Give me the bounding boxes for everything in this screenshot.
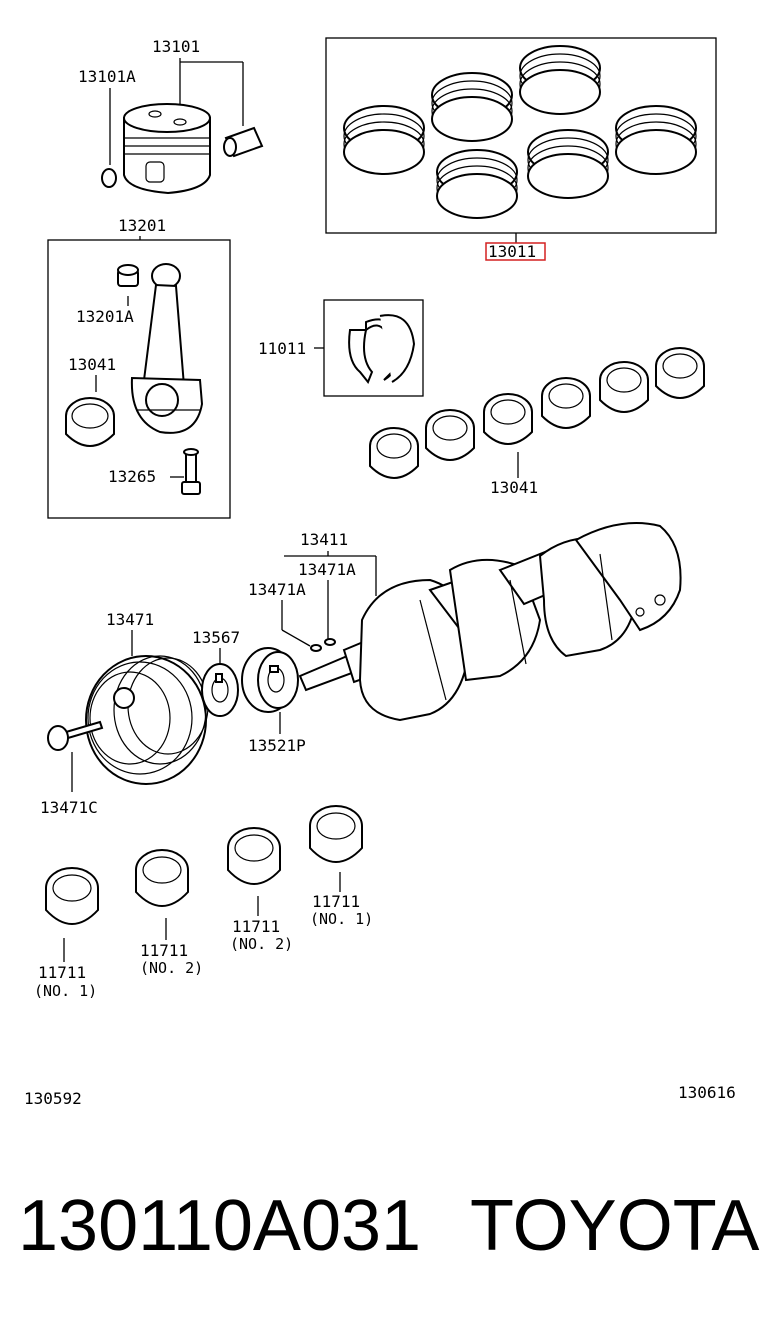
rod-bushing xyxy=(117,264,139,287)
bearing-no1-left xyxy=(45,867,99,925)
rod-bearing xyxy=(65,397,115,447)
snap-ring xyxy=(101,168,117,188)
rod-bolt xyxy=(181,448,201,495)
highlight-box-13011 xyxy=(485,242,546,261)
label-13471C: 13471C xyxy=(40,798,98,817)
crank-angle-plate xyxy=(201,663,239,717)
label-no2-c: (NO. 2) xyxy=(230,935,293,953)
main-bearings-row: 13041 xyxy=(369,347,705,497)
crank-bearings-bottom: 11711 (NO. 1) 11711 (NO. 2) 11711 (NO. 2… xyxy=(34,805,373,1000)
label-no1-a: (NO. 1) xyxy=(34,982,97,1000)
crankshaft xyxy=(298,522,682,722)
label-11711-d: 11711 xyxy=(312,892,360,911)
bearing-no2-right xyxy=(227,827,281,885)
connecting-rod xyxy=(130,263,204,434)
label-11011: 11011 xyxy=(258,339,306,358)
pulley-bolt xyxy=(47,720,104,751)
label-13471: 13471 xyxy=(106,610,154,629)
label-13011: 13011 xyxy=(488,242,536,261)
label-no2-b: (NO. 2) xyxy=(140,959,203,977)
crank-sprocket xyxy=(241,647,299,713)
label-11711-b: 11711 xyxy=(140,941,188,960)
label-13471A-lower: 13471A xyxy=(248,580,306,599)
connecting-rod-group: 13201 13201A 13041 13265 xyxy=(47,216,231,519)
label-13567: 13567 xyxy=(192,628,240,647)
piston-ring-set: 13011 xyxy=(325,37,717,261)
label-11711-c: 11711 xyxy=(232,917,280,936)
piston-pin xyxy=(223,126,264,158)
bearing-no1-right xyxy=(309,805,363,863)
label-no1-d: (NO. 1) xyxy=(310,910,373,928)
label-13201A: 13201A xyxy=(76,307,134,326)
label-13471A-upper: 13471A xyxy=(298,560,356,579)
part-number: 130110A031 xyxy=(18,1186,422,1266)
label-13521P: 13521P xyxy=(248,736,306,755)
label-11711-a: 11711 xyxy=(38,963,86,982)
ref-number-right: 130616 xyxy=(678,1083,736,1102)
thrust-washer xyxy=(348,314,416,384)
crank-pulley xyxy=(85,655,209,785)
label-13411: 13411 xyxy=(300,530,348,549)
piston xyxy=(123,103,211,195)
crankshaft-group: 13411 13471A 13471A xyxy=(248,522,682,722)
label-13101A: 13101A xyxy=(78,67,136,86)
label-13041-main: 13041 xyxy=(490,478,538,497)
label-13201: 13201 xyxy=(118,216,166,235)
brand-name: TOYOTA xyxy=(470,1186,760,1266)
pulley-group: 13471 13471C 13567 135 xyxy=(40,610,306,817)
thrust-washer-group: 11011 xyxy=(258,299,424,397)
piston-group: 13101 13101A xyxy=(78,37,264,195)
label-13041-rod: 13041 xyxy=(68,355,116,374)
bearing-no2-left xyxy=(135,849,189,907)
label-13101: 13101 xyxy=(152,37,200,56)
ref-number-left: 130592 xyxy=(24,1089,82,1108)
label-13265: 13265 xyxy=(108,467,156,486)
